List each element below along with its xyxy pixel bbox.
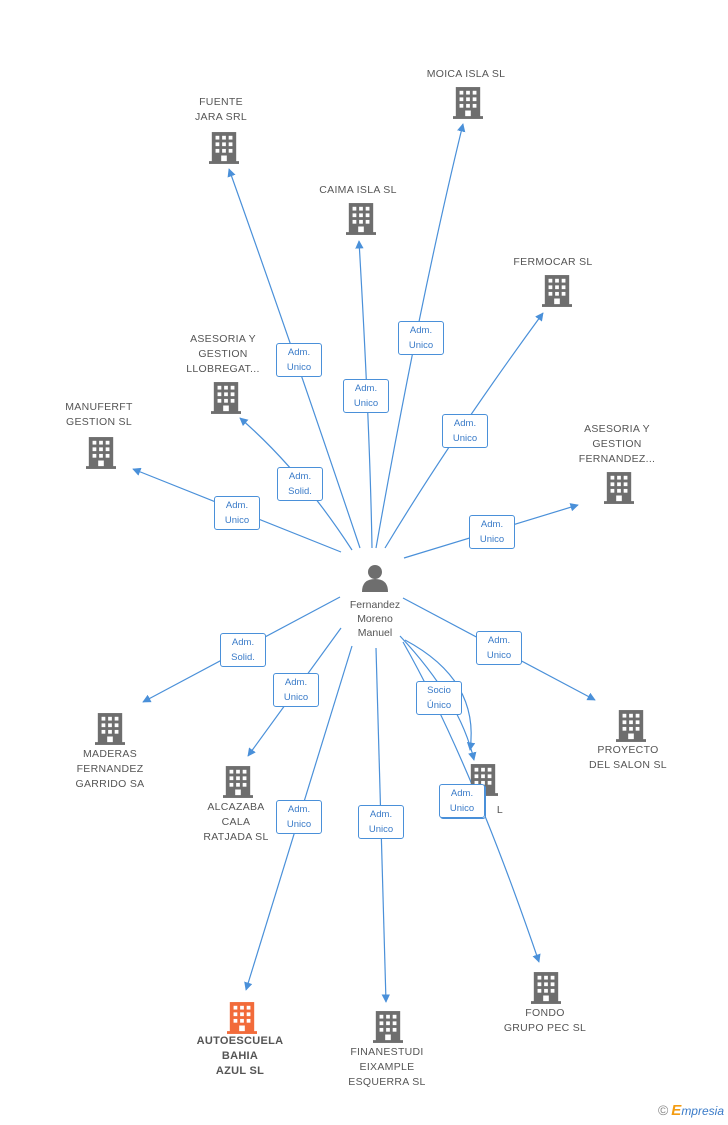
role-label: Adm. Unico: [442, 414, 488, 448]
role-label: Adm. Unico: [398, 321, 444, 355]
building-icon[interactable]: [453, 87, 483, 119]
company-label-fuente[interactable]: FUENTE JARA SRL: [194, 96, 247, 123]
building-icon[interactable]: [211, 382, 241, 414]
building-icon[interactable]: [542, 275, 572, 307]
role-label: Adm. Unico: [469, 515, 515, 549]
building-icon[interactable]: [531, 972, 561, 1004]
role-label: Adm. Unico: [276, 800, 322, 834]
role-label: Adm. Solid.: [220, 633, 266, 667]
company-label-proyecto[interactable]: PROYECTO DEL SALON SL: [589, 744, 667, 771]
role-label: Adm. Unico: [214, 496, 260, 530]
role-label: Adm. Solid.: [277, 467, 323, 501]
building-icon[interactable]: [346, 203, 376, 235]
building-icon[interactable]: [227, 1002, 257, 1034]
role-label: Socio Único: [416, 681, 462, 715]
edge-to-fondo: [402, 641, 541, 963]
role-label: Adm. Unico: [476, 631, 522, 665]
role-label: Adm. Unico: [358, 805, 404, 839]
company-label-asesoria_fern[interactable]: ASESORIA Y GESTION FERNANDEZ...: [578, 423, 656, 465]
company-label-manuferft[interactable]: MANUFERFT GESTION SL: [65, 401, 133, 428]
role-label: Adm. Unico: [276, 343, 322, 377]
person-icon[interactable]: [362, 565, 388, 592]
company-label-alcazaba[interactable]: ALCAZABA CALA RATJADA SL: [203, 801, 269, 843]
empresia-logo[interactable]: ©Empresia: [658, 1102, 724, 1119]
company-label-asesoria_llob[interactable]: ASESORIA Y GESTION LLOBREGAT...: [186, 333, 260, 375]
company-label-fondo[interactable]: FONDO GRUPO PEC SL: [503, 1007, 587, 1034]
company-label-moica[interactable]: MOICA ISLA SL: [426, 68, 506, 80]
role-label: Adm. Unico: [273, 673, 319, 707]
company-label-hidden[interactable]: L: [496, 804, 504, 816]
building-icon[interactable]: [86, 437, 116, 469]
role-label: Adm. Unico: [439, 784, 485, 818]
building-icon[interactable]: [373, 1011, 403, 1043]
brand-name: mpresia: [681, 1104, 724, 1118]
company-label-fermocar[interactable]: FERMOCAR SL: [513, 256, 593, 268]
copyright-symbol: ©: [657, 1102, 669, 1118]
company-label-finanestudi[interactable]: FINANESTUDI EIXAMPLE ESQUERRA SL: [348, 1046, 426, 1088]
company-label-maderas[interactable]: MADERAS FERNANDEZ GARRIDO SA: [75, 748, 145, 790]
company-label-autoescuela[interactable]: AUTOESCUELA BAHIA AZUL SL: [196, 1035, 284, 1077]
company-label-caima[interactable]: CAIMA ISLA SL: [319, 184, 397, 196]
role-label: Adm. Unico: [343, 379, 389, 413]
edge-to-moica: [375, 123, 466, 549]
building-icon[interactable]: [604, 472, 634, 504]
building-icon[interactable]: [223, 766, 253, 798]
building-icon[interactable]: [616, 710, 646, 742]
person-name[interactable]: Fernandez Moreno Manuel: [349, 599, 401, 639]
building-icon[interactable]: [209, 132, 239, 164]
brand-initial: E: [671, 1102, 682, 1119]
building-icon[interactable]: [95, 713, 125, 745]
